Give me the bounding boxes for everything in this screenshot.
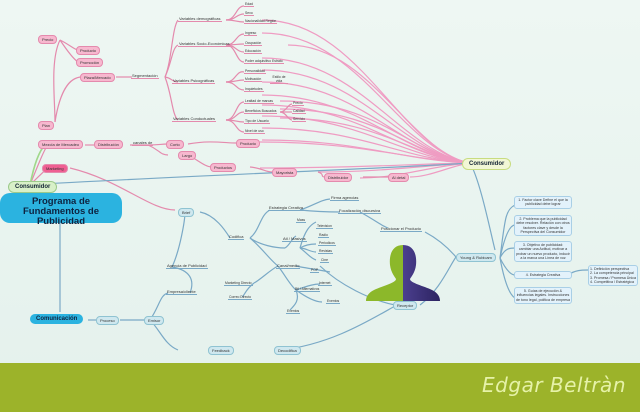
decodifica-node[interactable]: Decodifica: [274, 346, 301, 355]
canales-node[interactable]: canales de: [132, 140, 154, 146]
pop-leaf[interactable]: POP: [310, 268, 320, 273]
atl-node[interactable]: Atl / Masivos: [282, 236, 307, 242]
mezcla-node[interactable]: Mezcla de Mercadeo: [38, 140, 84, 149]
corto-node[interactable]: Corto: [166, 140, 184, 149]
firma-node[interactable]: Firma agencias: [330, 195, 360, 201]
receptor-node[interactable]: Receptor: [393, 301, 418, 310]
consumidor-node[interactable]: Consumidor: [8, 181, 58, 193]
ingreso-leaf[interactable]: Ingreso: [244, 31, 258, 36]
codifica-node[interactable]: Codifica: [228, 234, 245, 240]
young-sub-1: 1. Definición perspectiva: [590, 267, 630, 271]
young-sub-2: 2. La competencia principal: [590, 271, 634, 276]
psico-node[interactable]: Variables Psicográficas: [172, 78, 216, 84]
educacion-leaf[interactable]: Educación: [244, 49, 262, 54]
revistas-leaf[interactable]: Revistas: [318, 249, 334, 254]
proceso-node[interactable]: Proceso: [96, 316, 119, 325]
ocupacion-leaf[interactable]: Ocupación: [244, 41, 263, 46]
calidad-leaf[interactable]: Calidad: [292, 109, 306, 114]
nacionalidad-leaf[interactable]: Nacionalidad Región: [244, 19, 278, 24]
posicionar-node[interactable]: Posicionar el Producto: [380, 226, 423, 232]
radio-leaf[interactable]: Radio: [318, 233, 329, 238]
lealtad-leaf[interactable]: Lealtad de marcas: [244, 99, 274, 104]
focalizacion-node[interactable]: Focalización discursiva: [338, 208, 382, 214]
inquietudes-leaf[interactable]: Inquietudes: [244, 87, 264, 92]
plaza-node[interactable]: Plaza/Mercado: [80, 73, 115, 82]
marketing-directo-leaf[interactable]: Marketing Directo: [224, 281, 253, 286]
eventos2-leaf[interactable]: Eventos: [286, 309, 301, 314]
young-sub-4: 4. Competitiva / Estratégica: [590, 279, 634, 284]
demograficas-node[interactable]: Variables demográficas: [178, 16, 222, 22]
plan-node[interactable]: Plan: [38, 121, 55, 130]
correo-leaf[interactable]: Correo Directo: [228, 295, 253, 300]
receptor-silhouette-image: [366, 245, 440, 301]
young-sub-3: 3. Promesa / Promesa Única: [590, 275, 636, 280]
television-leaf[interactable]: Television: [316, 224, 333, 229]
segmentacion-node[interactable]: Segmentación: [131, 73, 159, 79]
distribuidor-node[interactable]: Distribuidor: [324, 173, 353, 182]
producto-node[interactable]: Producto: [76, 46, 101, 55]
marketing-node[interactable]: Marketing: [42, 164, 68, 173]
tipo-usuario-leaf[interactable]: Tipo de Usuario: [244, 119, 270, 124]
motivacion-leaf[interactable]: Motivación: [244, 77, 263, 82]
mayorista-node[interactable]: Mayorista: [272, 168, 298, 177]
precio-node[interactable]: Precio: [38, 35, 58, 44]
mass-leaf[interactable]: Mass: [296, 218, 307, 223]
largo-node[interactable]: Largo: [178, 151, 197, 160]
personalidad-leaf[interactable]: Personalidad: [244, 69, 266, 74]
servicio-leaf[interactable]: Servicio: [292, 117, 307, 122]
young-rubicam-node[interactable]: Young & Rubicam: [456, 253, 496, 262]
eventos-leaf[interactable]: Eventos: [326, 299, 341, 304]
al-detal-node[interactable]: Al detal: [388, 173, 410, 182]
precio-leaf[interactable]: Precio: [292, 101, 304, 106]
nivel-uso-leaf[interactable]: Nivel de uso: [244, 129, 265, 134]
footer-bar: [0, 363, 640, 412]
socio-node[interactable]: Variables Socio-Económicas: [178, 41, 231, 47]
consumidor-right-node[interactable]: Consumidor: [462, 158, 512, 170]
estilo-leaf[interactable]: Estilo de vida: [270, 75, 288, 84]
promocion-node[interactable]: Promoción: [76, 58, 104, 67]
young-step-2: 2. Problema que la publicidad debe resol…: [514, 215, 572, 237]
emisor-ctx-node[interactable]: Empresa/cliente: [166, 289, 197, 295]
estrato-leaf[interactable]: Poder adquisitivo Estrato: [244, 59, 284, 64]
internet-leaf[interactable]: Internet: [318, 281, 332, 286]
canal-medio-node[interactable]: Canal/medio: [276, 263, 301, 269]
feedback-node[interactable]: Feedback: [208, 346, 234, 355]
conductuales-node[interactable]: Variables Conductuales: [172, 116, 216, 122]
creativa-node[interactable]: Estrategia Creativa: [268, 205, 305, 211]
comunicacion-node[interactable]: Comunicación: [30, 314, 84, 324]
brief-node[interactable]: Brief: [178, 208, 195, 217]
agencia-node[interactable]: Agencia de Publicidad: [166, 263, 208, 269]
young-step-5: 5. Guías de ejecución & influencias lega…: [514, 287, 572, 304]
main-title: Programa de Fundamentos de Publicidad: [0, 193, 122, 227]
young-step-1: 1. Factor clave Define el que la publici…: [514, 196, 572, 209]
cine-leaf[interactable]: Cine: [320, 258, 329, 263]
author-signature: Edgar Beltràn: [482, 373, 626, 397]
emisor-node[interactable]: Emisor: [144, 316, 165, 325]
productos-node[interactable]: Productos: [210, 163, 237, 172]
btl-node[interactable]: Btl / Alternativos: [294, 287, 321, 292]
young-step-3: 3. Objetivo de publicidad: cambiar una A…: [514, 241, 572, 263]
beneficios-leaf[interactable]: Beneficios Buscados: [244, 109, 278, 114]
young-sub-list: 1. Definición perspectiva 2. La competen…: [588, 265, 638, 287]
periodicos-leaf[interactable]: Periodicos: [318, 241, 336, 246]
producto2-node[interactable]: Producto: [236, 139, 261, 148]
distribucion-node[interactable]: Distribución: [94, 140, 123, 149]
young-step-4: 4. Estrategia Creativa: [514, 271, 572, 280]
sexo-leaf[interactable]: Sexo: [244, 11, 254, 16]
edad-leaf[interactable]: Edad: [244, 2, 254, 7]
